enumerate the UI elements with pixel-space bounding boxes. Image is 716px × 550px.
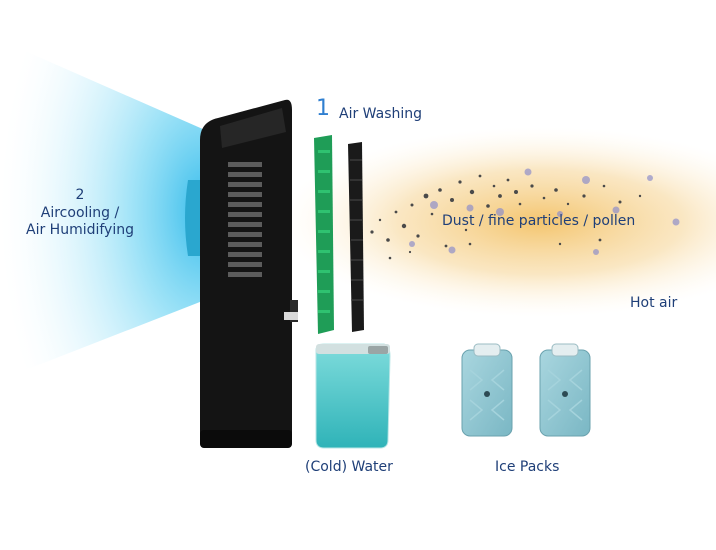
cool-air-glow <box>0 40 205 380</box>
mesh-filter <box>348 142 364 332</box>
dust-label: Dust / fine particles / pollen <box>442 213 636 229</box>
water-tank <box>315 343 391 449</box>
water-label: (Cold) Water <box>305 459 393 475</box>
air-washing-filter <box>314 135 334 334</box>
step1-label: 1 <box>316 98 330 120</box>
ice-packs-label: Ice Packs <box>495 459 560 475</box>
air-cooler-device <box>185 99 298 448</box>
aircooling-label: Aircooling / <box>40 205 120 221</box>
hot-air-label: Hot air <box>630 295 678 311</box>
ice-pack-2 <box>539 343 591 437</box>
hot-air-glow <box>280 127 716 317</box>
air-humidifying-label: Air Humidifying <box>26 222 134 238</box>
ice-pack-1 <box>461 343 513 437</box>
air-washing-label: Air Washing <box>339 106 423 122</box>
step1-number: 1 <box>316 96 330 121</box>
pollen-particles <box>409 168 680 255</box>
step2-number: 2 <box>75 187 85 203</box>
dust-particles <box>358 174 642 260</box>
